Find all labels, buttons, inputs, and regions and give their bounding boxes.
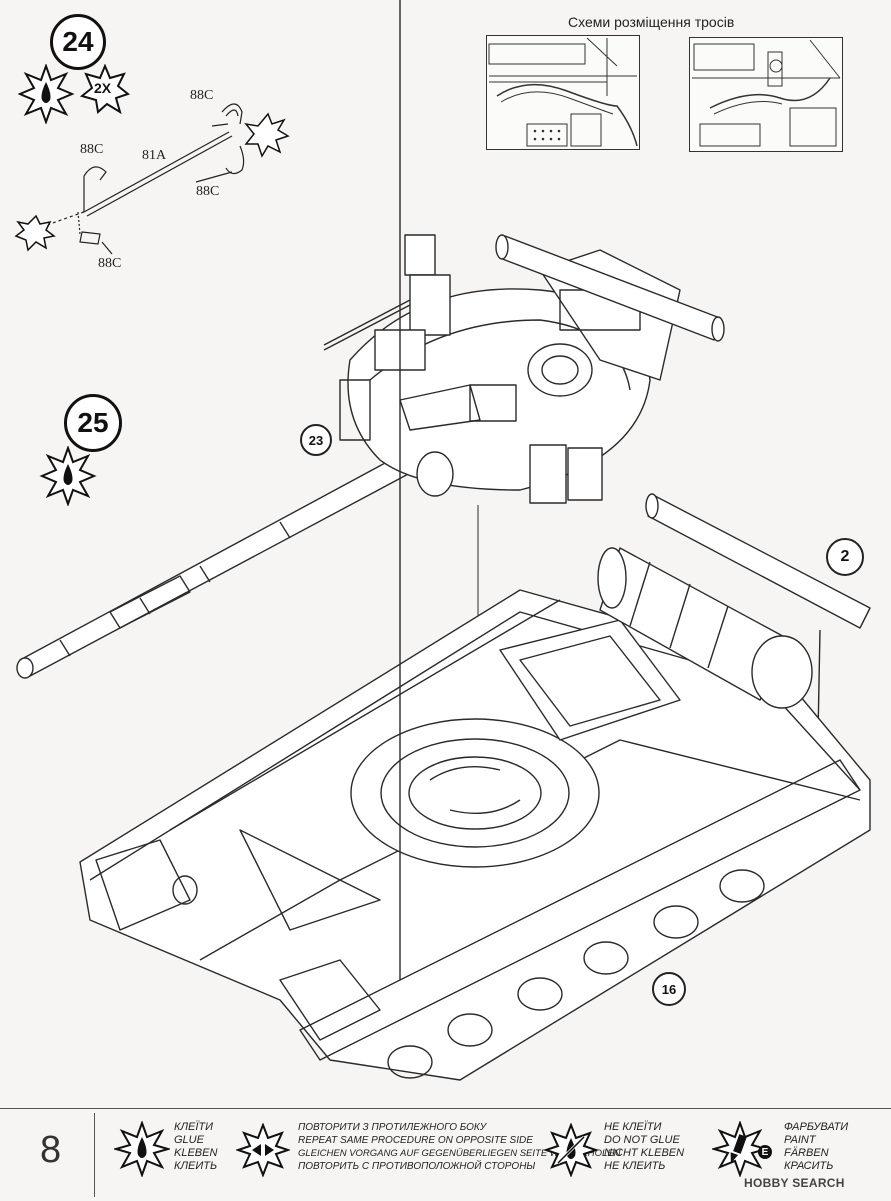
paint-icon: [712, 1121, 768, 1177]
callout-23-number: 23: [308, 432, 324, 448]
step-25-number: 25: [77, 407, 109, 438]
glue-icon: [114, 1121, 170, 1177]
legend-paint-de: FÄRBEN: [784, 1147, 829, 1159]
step-25-badge: 25: [64, 394, 122, 452]
part-88c-label-bottom: 88C: [98, 256, 122, 271]
part-88c-label-left: 88C: [80, 142, 104, 157]
cable-inset-left: [486, 35, 640, 150]
tank-assembly-drawing: [16, 0, 871, 1081]
step-24-badge: 24: [50, 14, 106, 70]
legend-repeat-en: REPEAT SAME PROCEDURE ON OPPOSITE SIDE: [298, 1135, 533, 1146]
callout-16: 16: [652, 972, 686, 1006]
watermark-logo: HOBBY SEARCH: [744, 1176, 845, 1190]
legend-noglue-en: DO NOT GLUE: [604, 1134, 680, 1146]
step-24-cable-parts: [14, 103, 290, 255]
callout-23: 23: [300, 424, 332, 456]
no-glue-icon: [544, 1123, 598, 1177]
hull: [79, 0, 871, 1081]
callout-16-number: 16: [661, 981, 677, 997]
legend-noglue-ua: НЕ КЛЕЇТИ: [604, 1121, 662, 1133]
legend-glue-ua: КЛЕЇТИ: [174, 1121, 214, 1133]
rear-fuel-drums: [597, 547, 813, 709]
part-88c-label-right: 88C: [196, 184, 220, 199]
legend-glue-de: KLEBEN: [174, 1147, 218, 1159]
cable-inset-right: [689, 37, 843, 152]
legend-paint-ru: КРАСИТЬ: [784, 1160, 834, 1172]
page-number: 8: [40, 1129, 62, 1171]
repeat-2x-icon: [80, 64, 130, 114]
step-24-multiplier: 2X: [94, 80, 112, 96]
turret: [323, 234, 725, 504]
part-88c-label-top: 88C: [190, 88, 214, 103]
cable-diagram-title: Схеми розміщення тросів: [568, 14, 735, 30]
legend-repeat-ua: ПОВТОРИТИ З ПРОТИЛЕЖНОГО БОКУ: [298, 1122, 487, 1133]
glue-icon: [18, 64, 75, 124]
legend-glue-ru: КЛЕИТЬ: [174, 1160, 218, 1172]
paint-color-code: E: [761, 1146, 769, 1158]
paint-color-badge: E: [758, 1145, 772, 1159]
legend-paint-en: PAINT: [784, 1134, 816, 1146]
legend-repeat-ru: ПОВТОРИТЬ С ПРОТИВОПОЛОЖНОЙ СТОРОНЫ: [298, 1161, 536, 1172]
legend-noglue-de: NICHT KLEBEN: [604, 1147, 685, 1159]
callout-2: 2: [826, 538, 864, 576]
legend-divider: [94, 1113, 95, 1197]
legend-repeat-de: GLEICHEN VORGANG AUF GEGENÜBERLIEGEN SEI…: [298, 1148, 621, 1159]
cable-inset-left-drawing: [488, 37, 638, 147]
legend-paint-ua: ФАРБУВАТИ: [784, 1121, 849, 1133]
instruction-legend: 8 КЛЕЇТИ GLUE KLEBEN КЛЕИТЬ ПОВТОРИТИ З …: [0, 1108, 891, 1201]
gun-barrel: [16, 454, 413, 679]
step-24-number: 24: [62, 26, 94, 57]
part-81a-label: 81A: [142, 148, 167, 163]
callout-2-number: 2: [840, 548, 850, 565]
legend-glue-en: GLUE: [174, 1134, 204, 1146]
repeat-opposite-side-icon: [236, 1123, 290, 1177]
glue-icon: [39, 446, 97, 506]
legend-noglue-ru: НЕ КЛЕИТЬ: [604, 1160, 666, 1172]
cable-inset-right-drawing: [692, 39, 841, 147]
